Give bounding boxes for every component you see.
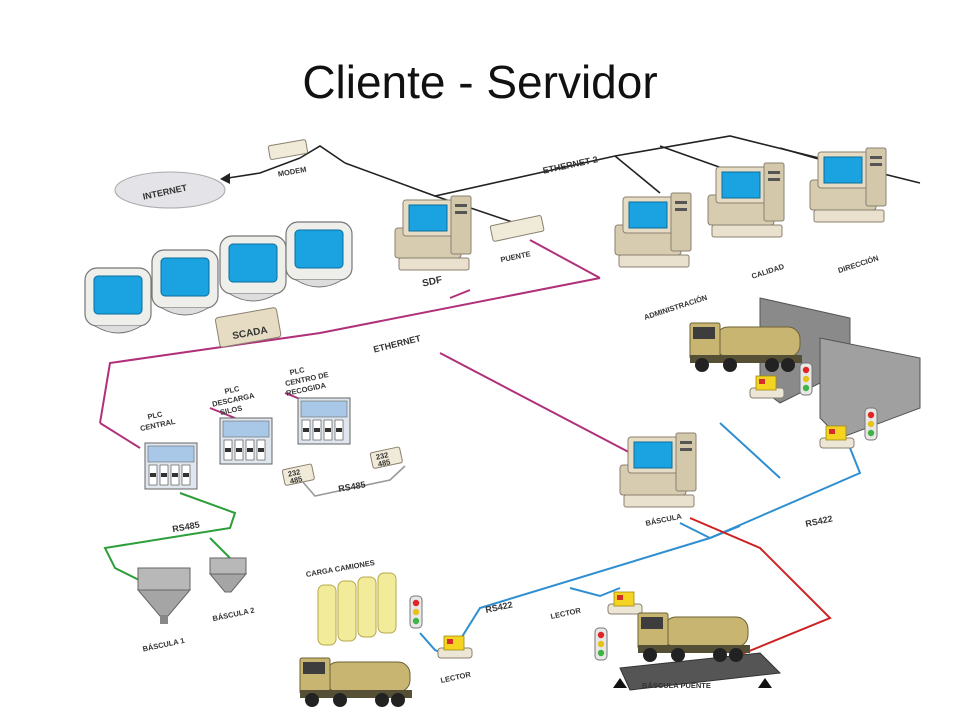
silo-icon	[136, 567, 192, 624]
platform-marker-icon	[613, 678, 627, 688]
ethernet-line-bascula	[439, 352, 641, 459]
silo-icon	[317, 572, 397, 646]
calidad-computer-icon	[707, 162, 785, 238]
puente-device-icon	[489, 215, 545, 242]
rs422-line-right	[709, 447, 862, 539]
scada-monitor-icon	[84, 267, 152, 334]
sdf-label: SDF	[421, 275, 443, 290]
carga-camiones-label: CARGA CAMIONES	[305, 558, 375, 579]
rs422-label-left: RS422	[484, 599, 513, 615]
bascula-label: BÁSCULA	[645, 511, 683, 528]
ethernet-line-plc-central	[99, 422, 141, 449]
rs422-line-lector2	[569, 587, 621, 598]
lector-1-label: LECTOR	[440, 670, 472, 685]
ethernet-label: ETHERNET	[372, 333, 422, 355]
plc-central-label-1: PLC	[147, 409, 164, 421]
bascula-computer-icon	[619, 432, 697, 508]
modem-icon	[267, 139, 309, 160]
calidad-label: CALIDAD	[750, 262, 785, 281]
bascula-puente-label: BÁSCULA PUENTE	[642, 681, 711, 690]
ethernet-line-puente	[529, 239, 601, 279]
truck-icon	[299, 657, 413, 708]
bascula-1-label: BÁSCULA 1	[142, 636, 186, 654]
rs485-line	[103, 492, 237, 584]
ethernet2-line-admin	[614, 155, 661, 194]
rs485-converter-line	[294, 465, 406, 497]
rs422-line-bascula	[679, 522, 711, 539]
rs422-label-right: RS422	[804, 513, 833, 529]
plc-descarga-rack-icon	[219, 417, 273, 465]
ethernet-line	[99, 277, 601, 424]
traffic-light-icon	[864, 407, 878, 441]
internet-arrowhead	[220, 173, 230, 184]
truck-icon	[637, 612, 751, 663]
administracion-computer-icon	[614, 192, 692, 268]
scada-monitor-icon	[219, 235, 287, 302]
scale-platform-icon	[619, 652, 782, 691]
plc-recogida-label-1: PLC	[289, 365, 306, 377]
plc-descarga-label-1: PLC	[224, 384, 241, 396]
truck-icon	[689, 322, 803, 373]
card-reader-icon	[607, 591, 643, 615]
sdf-computer-icon	[394, 195, 472, 271]
converter-label-232b: 232	[375, 450, 389, 461]
ethernet-line-sdf	[449, 289, 471, 299]
plc-recogida-rack-icon	[297, 397, 351, 445]
rs485-label-top: RS485	[337, 479, 366, 494]
direccion-computer-icon	[809, 147, 887, 223]
bascula-2-label: BÁSCULA 2	[212, 606, 256, 624]
rs485-label-bottom: RS485	[172, 520, 201, 535]
traffic-light-icon	[409, 595, 423, 629]
converter-label-485b: 485	[377, 457, 391, 468]
direccion-label: DIRECCIÓN	[837, 253, 880, 275]
administracion-label: ADMINISTRACIÓN	[643, 293, 708, 322]
rs422-line-reader-top	[719, 422, 781, 479]
silo-icon	[208, 557, 248, 593]
plc-central-rack-icon	[144, 442, 198, 490]
card-reader-icon	[437, 635, 473, 659]
converter-label-485: 485	[289, 474, 303, 485]
modem-label: MODEM	[277, 165, 307, 179]
lector-2-label: LECTOR	[550, 606, 582, 621]
ethernet2-label: ETHERNET 2	[542, 154, 599, 175]
ethernet-line-plc-descarga	[209, 407, 236, 419]
slide-title: Cliente - Servidor	[302, 56, 658, 108]
scada-unit-icon	[214, 307, 282, 348]
scada-monitor-icon	[285, 221, 353, 288]
scada-monitor-icon	[151, 249, 219, 316]
power-line	[689, 517, 832, 664]
converter-label-232: 232	[287, 467, 301, 478]
warehouse-icon	[759, 297, 921, 439]
puente-label: PUENTE	[500, 249, 532, 264]
network-diagram: INTERNET MODEM ETHERNET 2 SDF PUENTE ADM…	[84, 135, 921, 708]
traffic-light-icon	[799, 362, 813, 396]
cloud-icon	[114, 171, 226, 209]
internet-arrow	[227, 157, 301, 179]
platform-marker-icon	[758, 678, 772, 688]
rs485-line-bascula2	[209, 537, 231, 559]
traffic-light-icon	[594, 627, 608, 661]
modem-line	[299, 145, 346, 164]
